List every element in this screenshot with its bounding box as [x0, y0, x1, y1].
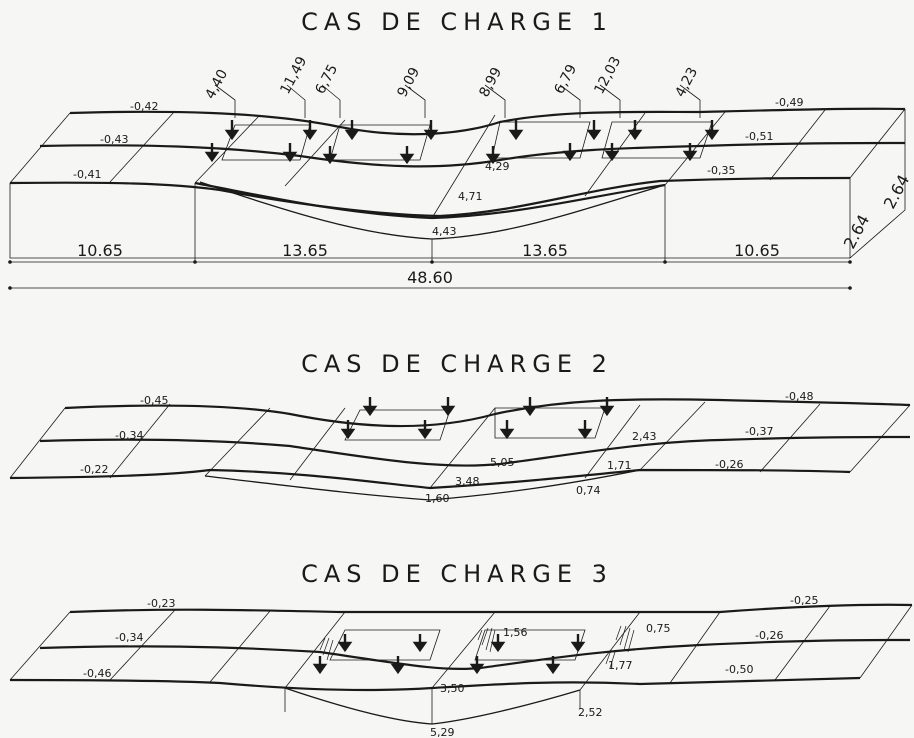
total-length-dim: 48.60 — [407, 268, 453, 287]
value-label: -0,50 — [725, 663, 753, 676]
span-2-dim: 13.65 — [282, 241, 328, 260]
value-label: -0,51 — [745, 130, 773, 143]
dimension-ticks — [8, 260, 852, 290]
case-2-title: CAS DE CHARGE 2 — [301, 350, 613, 378]
value-label: -0,35 — [707, 164, 735, 177]
dimension-lines — [10, 261, 850, 289]
value-label: 4,43 — [432, 225, 457, 238]
deck-mid-line — [39, 141, 906, 168]
deck-lower-curve — [284, 687, 581, 725]
value-label: 3,50 — [440, 682, 465, 695]
load-leaders — [214, 84, 701, 118]
load-label-8: 4,23 — [672, 65, 701, 100]
value-label: 1,77 — [608, 659, 633, 672]
vertical-lines — [194, 183, 666, 262]
deck-mid-line — [39, 435, 911, 467]
value-label: -0,42 — [130, 100, 158, 113]
value-label: 1,60 — [425, 492, 450, 505]
box-outline — [9, 108, 906, 259]
value-label: -0,34 — [115, 429, 143, 442]
load-label-3: 6,75 — [312, 62, 341, 97]
span-4-dim: 10.65 — [734, 241, 780, 260]
depth-dim: 2.64 — [840, 212, 874, 252]
case-3-title: CAS DE CHARGE 3 — [301, 560, 613, 588]
load-label-1: 4,40 — [202, 67, 231, 102]
deck-back-edge — [69, 603, 913, 614]
load-label-2: 11,49 — [277, 54, 310, 97]
load-case-2: CAS DE CHARGE 2 -0,45 -0,34 -0,22 -0,48 … — [9, 350, 911, 505]
load-arrows — [340, 397, 615, 440]
loaded-panels — [221, 121, 713, 161]
value-label: -0,37 — [745, 425, 773, 438]
value-label: 1,71 — [607, 459, 632, 472]
hatched-diaphragms — [319, 625, 635, 669]
span-1-dim: 10.65 — [77, 241, 123, 260]
value-label: -0,22 — [80, 463, 108, 476]
deck-lower-curve — [204, 469, 641, 501]
value-label: 3,48 — [455, 475, 480, 488]
load-label-5: 8,99 — [476, 65, 505, 100]
width-dim: 2.64 — [880, 172, 914, 212]
value-label: -0,43 — [100, 133, 128, 146]
value-label: 0,74 — [576, 484, 601, 497]
value-label: 5,05 — [490, 456, 515, 469]
value-label: 5,29 — [430, 726, 455, 738]
value-label: 2,43 — [632, 430, 657, 443]
value-label: -0,34 — [115, 631, 143, 644]
load-case-1: CAS DE CHARGE 1 — [8, 8, 913, 290]
loaded-panels — [344, 407, 606, 441]
value-label: -0,49 — [775, 96, 803, 109]
load-label-6: 6,79 — [551, 62, 580, 97]
load-label-4: 9,09 — [394, 65, 423, 100]
value-label: -0,46 — [83, 667, 111, 680]
box-outline — [9, 604, 913, 681]
deck-bottom-edge — [194, 181, 666, 220]
load-case-3: CAS DE CHARGE 3 -0,23 -0,34 -0,46 — [9, 560, 913, 738]
load-arrows — [312, 634, 586, 675]
transverse-lines — [109, 605, 831, 691]
box-outline — [9, 404, 911, 479]
value-label: 2,52 — [578, 706, 603, 719]
value-label: -0,23 — [147, 597, 175, 610]
value-label: 4,29 — [485, 160, 510, 173]
value-label: -0,48 — [785, 390, 813, 403]
span-3-dim: 13.65 — [522, 241, 568, 260]
value-label: 0,75 — [646, 622, 671, 635]
deck-back-edge — [69, 107, 906, 136]
deck-front-edge — [9, 176, 851, 218]
value-label: 4,71 — [458, 190, 483, 203]
transverse-lines — [109, 401, 821, 489]
value-label: 1,56 — [503, 626, 528, 639]
value-label: -0,25 — [790, 594, 818, 607]
load-arrows — [204, 120, 720, 165]
load-label-7: 12,03 — [591, 54, 624, 97]
deck-front-edge — [9, 468, 851, 490]
value-label: -0,26 — [755, 629, 783, 642]
value-label: -0,41 — [73, 168, 101, 181]
value-label: -0,26 — [715, 458, 743, 471]
case-1-title: CAS DE CHARGE 1 — [301, 8, 613, 36]
vertical-lines — [284, 688, 581, 724]
deck-back-edge — [64, 398, 911, 428]
value-label: -0,45 — [140, 394, 168, 407]
loaded-panels — [329, 629, 586, 661]
